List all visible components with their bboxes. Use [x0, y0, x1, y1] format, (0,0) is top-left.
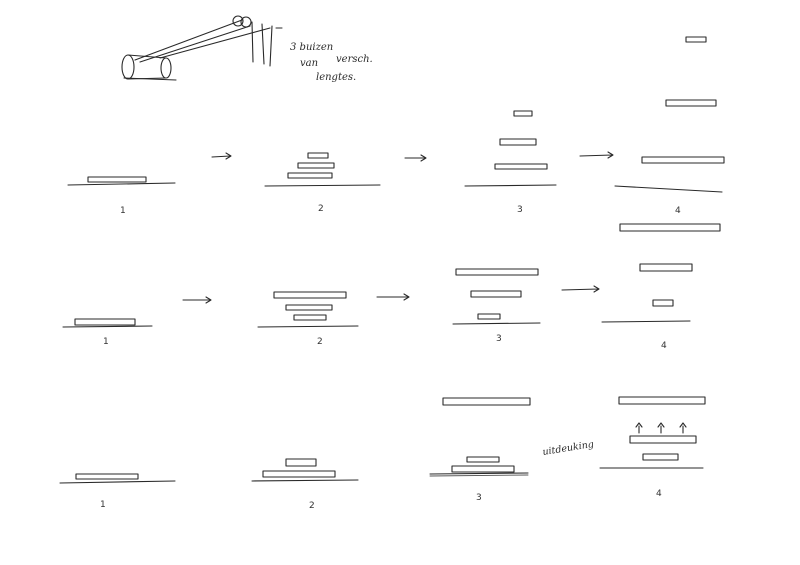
row1-label-2: 2 [318, 204, 324, 214]
row2-step3 [453, 269, 540, 324]
pressure-arrow-1 [636, 423, 642, 433]
row1-step4 [615, 37, 724, 192]
row2-arrow-2 [377, 294, 409, 300]
row2-step1 [63, 319, 152, 327]
row3-label-4: 4 [656, 489, 662, 499]
row3-label-1: 1 [100, 500, 106, 510]
note-line-1: 3 buizen [290, 42, 333, 53]
note-line-2: van [300, 58, 318, 69]
row-1: 1 2 3 4 [68, 37, 724, 216]
row1-step2 [265, 153, 380, 186]
row1-step3 [465, 111, 556, 186]
row2-arrow-3 [562, 286, 599, 292]
pressure-arrow-3 [680, 423, 686, 433]
row2-label-2: 2 [317, 337, 323, 347]
row3-label-3: 3 [476, 493, 482, 503]
row-2: 1 2 3 4 [63, 224, 720, 351]
row1-label-1: 1 [120, 206, 126, 216]
row-3: uitdeuking 1 2 3 4 [60, 397, 705, 511]
note-text: 3 buizen van versch. lengtes. [290, 42, 373, 83]
note-line-4: lengtes. [316, 72, 356, 83]
row2-arrow-1 [183, 297, 211, 303]
row1-arrow-3 [580, 152, 613, 158]
row2-label-3: 3 [496, 334, 502, 344]
annotation-label: uitdeuking [542, 439, 595, 458]
row3-step4 [600, 397, 705, 468]
row2-label-4: 4 [661, 341, 667, 351]
row2-step4 [602, 224, 720, 322]
row2-step2 [258, 292, 358, 327]
row1-label-3: 3 [517, 205, 523, 215]
row2-label-1: 1 [103, 337, 109, 347]
row1-arrow-2 [405, 155, 426, 161]
row1-step1 [68, 177, 175, 185]
row1-arrow-1 [212, 153, 231, 159]
row1-label-4: 4 [675, 206, 681, 216]
row3-label-2: 2 [309, 501, 315, 511]
row3-step1 [60, 474, 175, 483]
note-line-3: versch. [336, 54, 373, 65]
tube-sketch [122, 16, 282, 80]
row3-step3 [430, 398, 530, 476]
pressure-arrow-2 [658, 423, 664, 433]
row3-step2 [252, 459, 358, 481]
